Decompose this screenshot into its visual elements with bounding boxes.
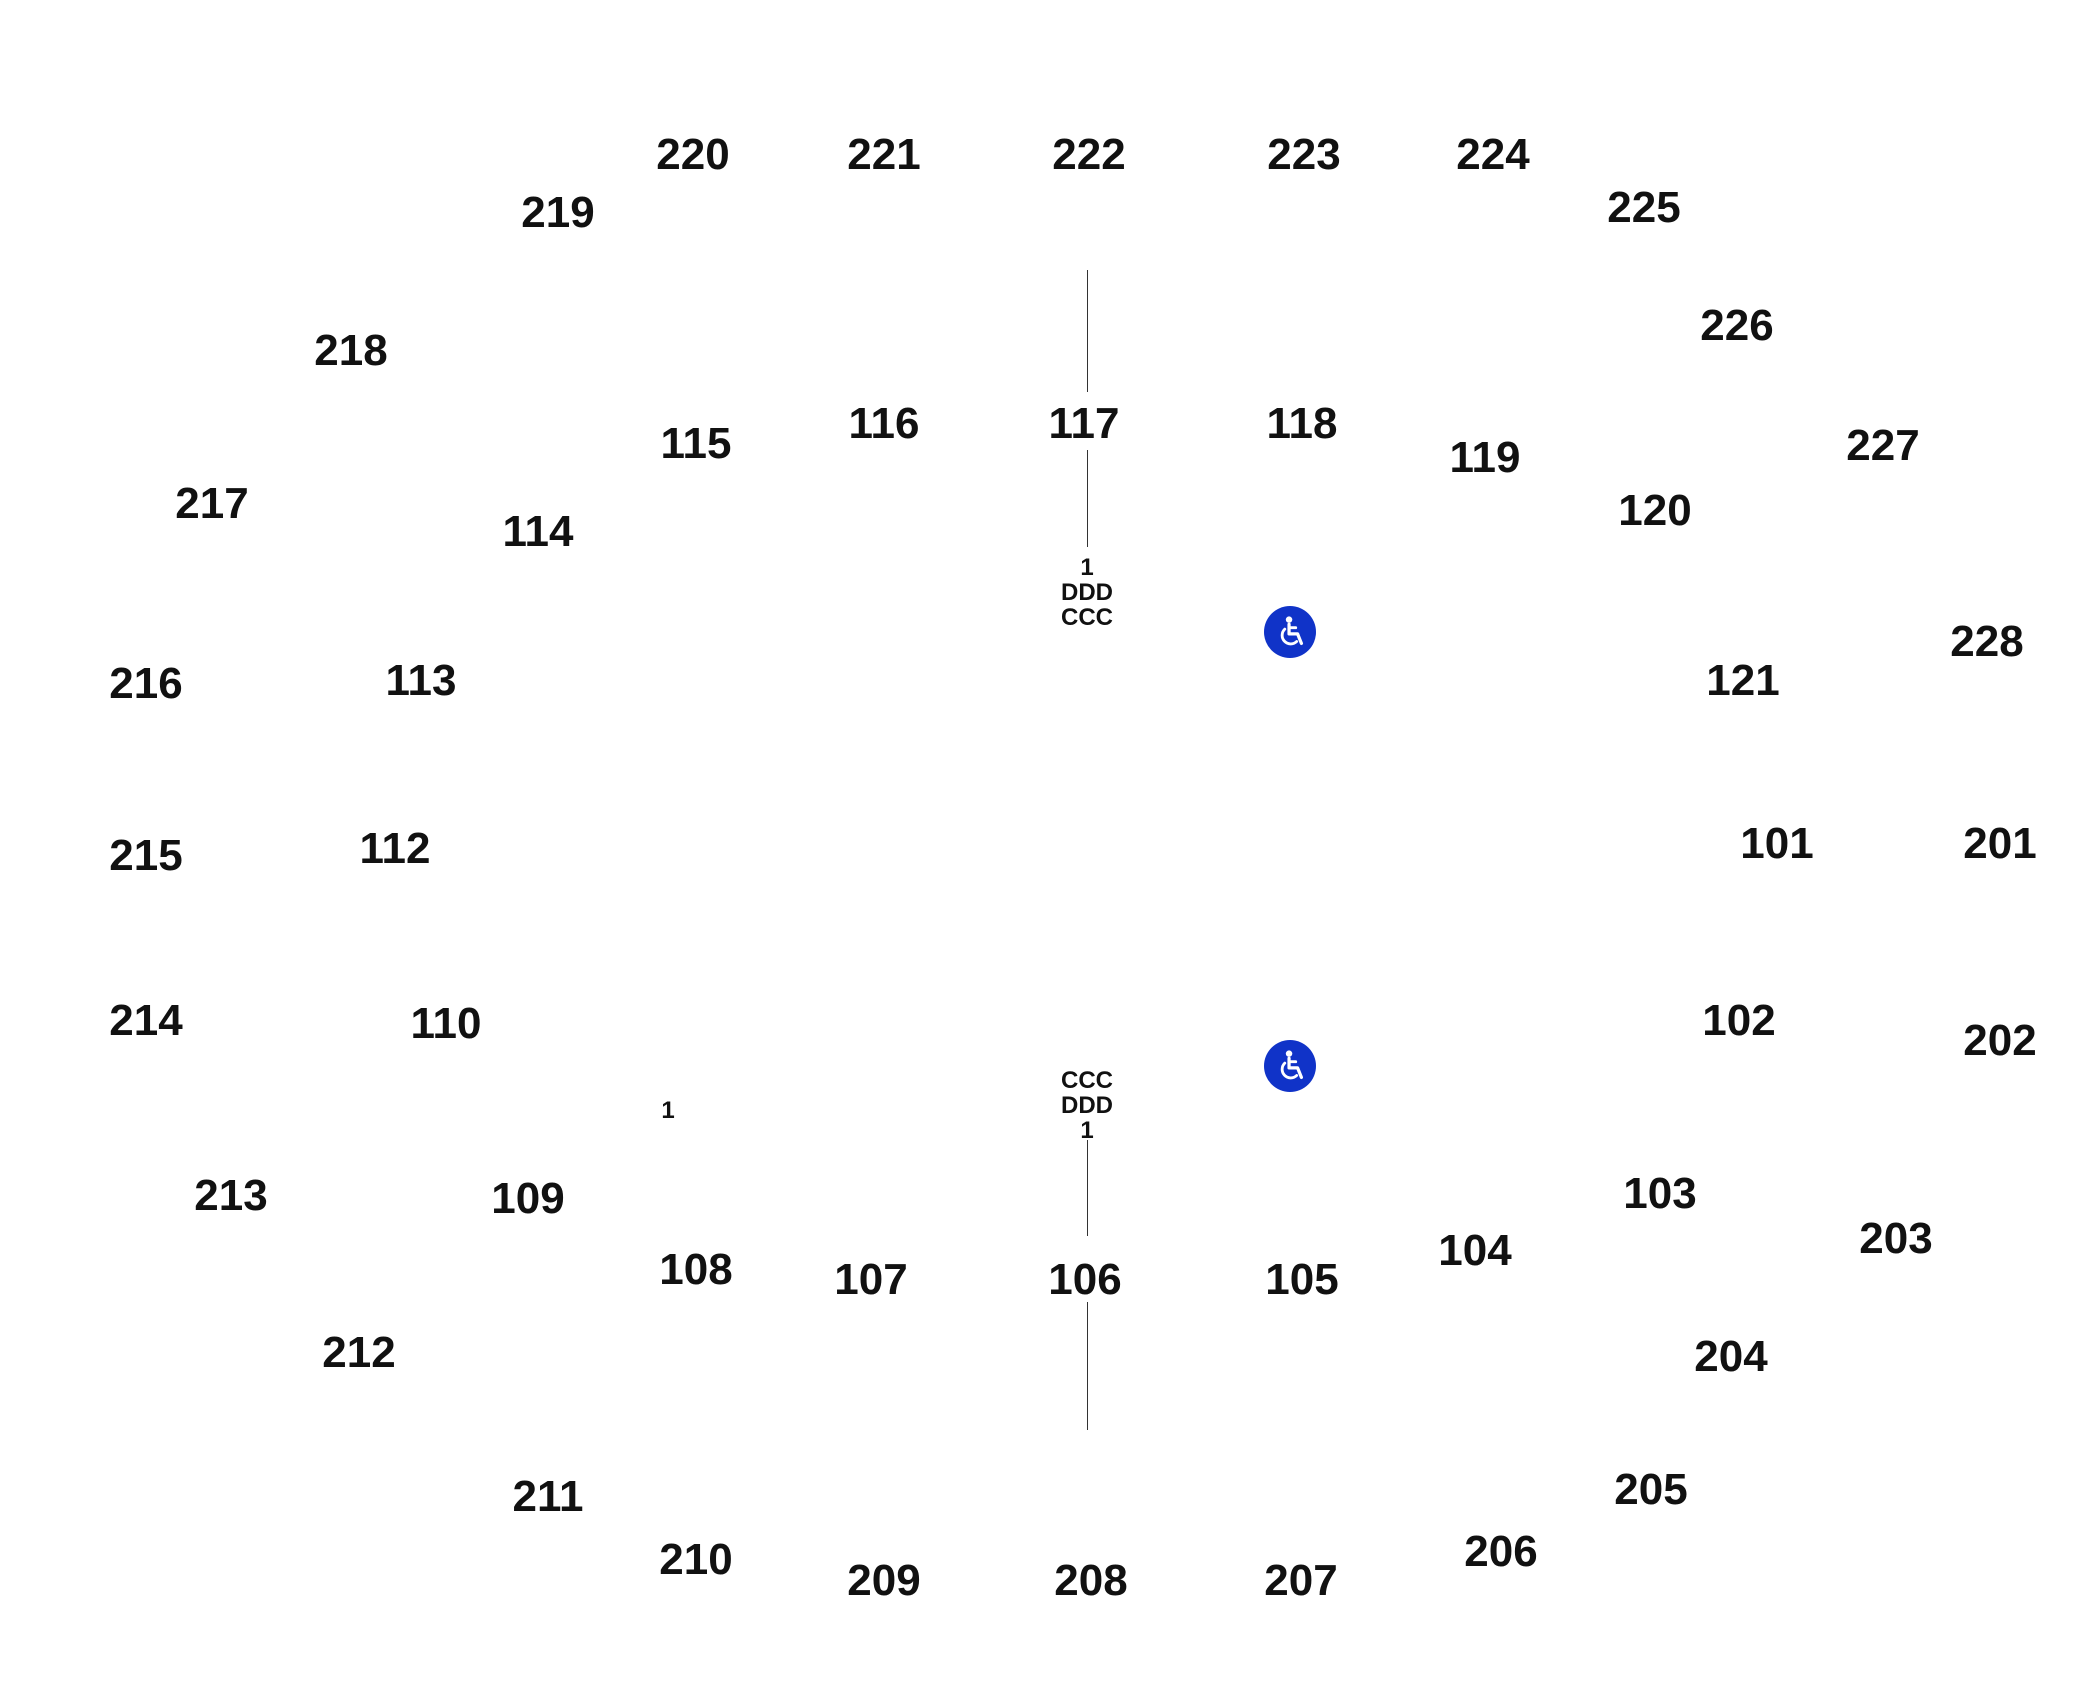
section-107[interactable]: 107: [834, 1255, 908, 1304]
section-106[interactable]: 106: [1048, 1255, 1122, 1304]
section-211[interactable]: 211: [512, 1472, 584, 1521]
section-207[interactable]: 207: [1264, 1556, 1338, 1605]
section-117[interactable]: 117: [1048, 399, 1120, 448]
aisle-line-top-upper: [1087, 270, 1088, 392]
section-219[interactable]: 219: [521, 188, 595, 237]
section-109[interactable]: 109: [491, 1174, 565, 1223]
section-212[interactable]: 212: [322, 1328, 396, 1377]
section-228[interactable]: 228: [1950, 617, 2024, 666]
aisle-line-top-lower: [1087, 450, 1088, 547]
section-104[interactable]: 104: [1438, 1226, 1512, 1275]
wheelchair-accessible-icon: [1264, 1040, 1316, 1092]
section-102[interactable]: 102: [1702, 996, 1776, 1045]
section-120[interactable]: 120: [1618, 486, 1692, 535]
row-label-left: 1: [661, 1097, 675, 1124]
section-210[interactable]: 210: [659, 1535, 733, 1584]
section-119[interactable]: 119: [1449, 433, 1521, 482]
section-215[interactable]: 215: [109, 831, 183, 880]
row-label: CCC: [1061, 604, 1113, 631]
section-202[interactable]: 202: [1963, 1016, 2037, 1065]
section-227[interactable]: 227: [1846, 421, 1920, 470]
section-115[interactable]: 115: [660, 419, 732, 468]
section-105[interactable]: 105: [1265, 1255, 1339, 1304]
section-226[interactable]: 226: [1700, 301, 1774, 350]
row-label-stack-bottom: CCC DDD 1: [1061, 1068, 1113, 1143]
row-label-stack-top: 1 DDD CCC: [1061, 555, 1113, 630]
section-118[interactable]: 118: [1266, 399, 1338, 448]
row-label: CCC: [1061, 1067, 1113, 1094]
section-223[interactable]: 223: [1267, 130, 1341, 179]
aisle-line-bottom-lower: [1087, 1302, 1088, 1430]
section-225[interactable]: 225: [1607, 183, 1681, 232]
section-204[interactable]: 204: [1694, 1332, 1768, 1381]
section-217[interactable]: 217: [175, 479, 249, 528]
section-221[interactable]: 221: [847, 130, 921, 179]
section-220[interactable]: 220: [656, 130, 730, 179]
section-110[interactable]: 110: [410, 999, 482, 1048]
section-108[interactable]: 108: [659, 1245, 733, 1294]
section-224[interactable]: 224: [1456, 130, 1530, 179]
row-label: 1: [1080, 554, 1094, 581]
section-216[interactable]: 216: [109, 659, 183, 708]
section-116[interactable]: 116: [848, 399, 920, 448]
section-214[interactable]: 214: [109, 996, 183, 1045]
section-103[interactable]: 103: [1623, 1169, 1697, 1218]
section-205[interactable]: 205: [1614, 1465, 1688, 1514]
row-label: 1: [1080, 1117, 1094, 1144]
section-222[interactable]: 222: [1052, 130, 1126, 179]
row-label: DDD: [1061, 579, 1113, 606]
section-121[interactable]: 121: [1706, 656, 1780, 705]
aisle-line-bottom-upper: [1087, 1140, 1088, 1236]
section-112[interactable]: 112: [359, 824, 431, 873]
section-114[interactable]: 114: [502, 507, 574, 556]
section-209[interactable]: 209: [847, 1556, 921, 1605]
row-label: DDD: [1061, 1092, 1113, 1119]
section-206[interactable]: 206: [1464, 1527, 1538, 1576]
section-203[interactable]: 203: [1859, 1214, 1933, 1263]
section-201[interactable]: 201: [1963, 819, 2037, 868]
section-208[interactable]: 208: [1054, 1556, 1128, 1605]
wheelchair-accessible-icon: [1264, 606, 1316, 658]
section-101[interactable]: 101: [1740, 819, 1814, 868]
section-213[interactable]: 213: [194, 1171, 268, 1220]
section-218[interactable]: 218: [314, 326, 388, 375]
section-113[interactable]: 113: [385, 656, 457, 705]
